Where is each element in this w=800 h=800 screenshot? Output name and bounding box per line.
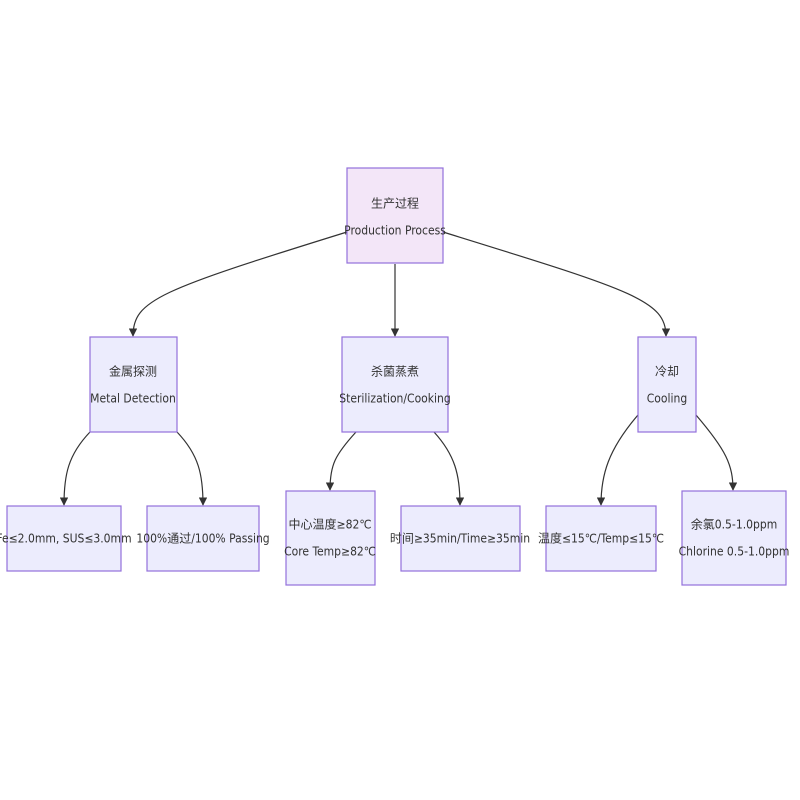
node-metal-detection: 金属探测 Metal Detection xyxy=(89,336,178,433)
node-label-en: Cooling xyxy=(647,392,687,406)
node-label: Fe≤2.0mm, SUS≤3.0mm xyxy=(0,532,132,546)
node-box xyxy=(400,505,521,572)
node-box xyxy=(637,336,697,433)
edge-metal-to-fe xyxy=(59,431,91,506)
node-box xyxy=(545,505,657,572)
node-box xyxy=(681,490,787,586)
node-label: 100%通过/100% Passing xyxy=(136,532,269,546)
node-box xyxy=(285,490,376,586)
node-label-zh: 金属探测 xyxy=(109,364,157,379)
node-label-zh: 杀菌蒸煮 xyxy=(371,364,419,379)
edge-sterilization-to-core-temp xyxy=(325,431,357,491)
node-label-zh: 冷却 xyxy=(655,365,679,379)
node-box xyxy=(341,336,449,433)
node-time-limit: 时间≥35min/Time≥35min xyxy=(390,505,530,572)
node-label-zh: 余氯0.5-1.0ppm xyxy=(691,517,777,532)
node-label: 时间≥35min/Time≥35min xyxy=(390,532,530,546)
node-fe-sus-limit: Fe≤2.0mm, SUS≤3.0mm xyxy=(0,505,132,572)
node-box xyxy=(89,336,178,433)
edge-cooling-to-chlorine xyxy=(695,414,738,491)
node-core-temp: 中心温度≥82℃ Core Temp≥82℃ xyxy=(284,490,376,586)
node-cooling: 冷却 Cooling xyxy=(637,336,697,433)
node-box xyxy=(146,505,260,572)
node-sterilization-cooking: 杀菌蒸煮 Sterilization/Cooking xyxy=(339,336,451,433)
node-label-en: Core Temp≥82℃ xyxy=(284,545,376,559)
node-cooling-temp-limit: 温度≤15℃/Temp≤15℃ xyxy=(538,505,664,572)
edge-metal-to-passing xyxy=(176,431,208,506)
edge-cooling-to-temp xyxy=(596,414,639,506)
node-residual-chlorine: 余氯0.5-1.0ppm Chlorine 0.5-1.0ppm xyxy=(679,490,790,586)
edge-root-to-cooling xyxy=(442,231,671,337)
edges xyxy=(59,231,738,506)
node-label: 温度≤15℃/Temp≤15℃ xyxy=(538,531,664,546)
node-label-en: Sterilization/Cooking xyxy=(339,392,450,406)
node-production-process: 生产过程 Production Process xyxy=(344,167,446,264)
node-label-en: Metal Detection xyxy=(90,392,176,406)
node-label-en: Chlorine 0.5-1.0ppm xyxy=(679,545,790,559)
edge-root-to-metal xyxy=(128,231,348,337)
node-100-passing: 100%通过/100% Passing xyxy=(136,505,270,572)
node-label-zh: 中心温度≥82℃ xyxy=(289,517,372,532)
node-label-en: Production Process xyxy=(344,224,446,238)
node-box xyxy=(346,167,444,264)
edge-sterilization-to-time xyxy=(433,431,465,506)
node-label-zh: 生产过程 xyxy=(371,196,419,211)
node-box xyxy=(6,505,122,572)
